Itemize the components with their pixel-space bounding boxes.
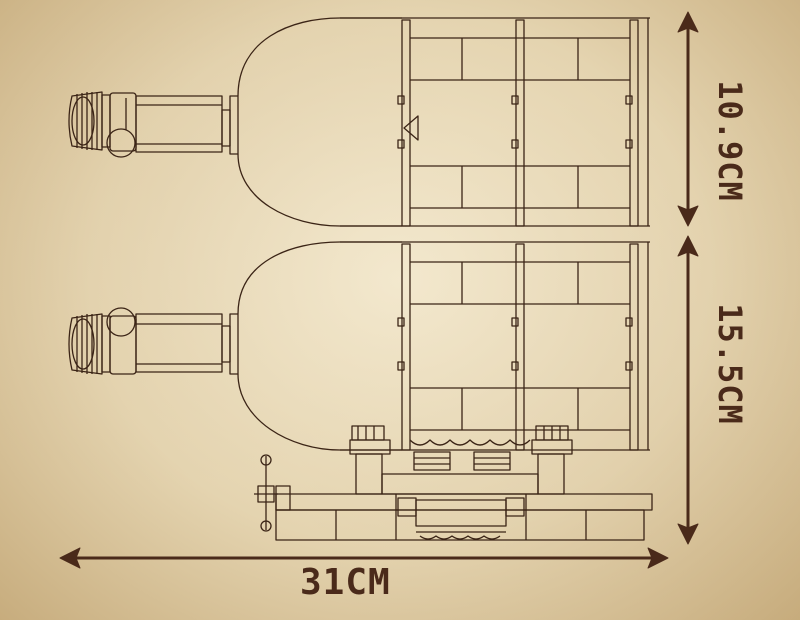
display-stand [254, 425, 653, 541]
top-bottle-shoulder [237, 17, 402, 227]
top-bottle-cork [68, 91, 111, 151]
top-bottle-neck [106, 92, 239, 158]
width-dimension-label: 31CM [300, 562, 391, 603]
ship-wheel [254, 454, 291, 532]
bottom-bottle [68, 241, 650, 451]
bottom-bottle-cork [68, 313, 111, 375]
bottom-height-dimension-label: 15.5CM [711, 303, 749, 425]
top-height-dimension-label: 10.9CM [711, 80, 749, 202]
top-bottle-body [340, 17, 650, 227]
dimension-arrows [59, 11, 699, 569]
bottom-height-arrow [677, 235, 699, 545]
top-height-arrow [677, 11, 699, 227]
top-bottle [68, 17, 650, 227]
bottom-bottle-body [340, 241, 650, 451]
bottom-bottle-shoulder [237, 241, 402, 451]
bottom-bottle-neck [106, 307, 239, 375]
width-arrow [59, 547, 669, 569]
